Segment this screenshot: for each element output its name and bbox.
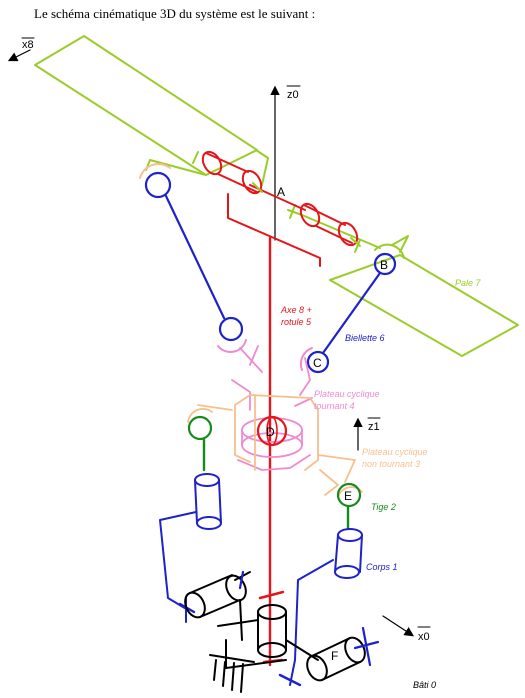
pale-7-label: Pale 7 xyxy=(455,278,482,288)
point-a-label: A xyxy=(277,185,285,199)
biellette-6 xyxy=(299,243,405,374)
left-biellette xyxy=(139,163,247,353)
z0-label: z0 xyxy=(287,89,299,101)
corps-1-label: Corps 1 xyxy=(366,562,398,572)
point-d-label: D xyxy=(266,425,275,439)
tige-2-label: Tige 2 xyxy=(371,502,396,512)
axe-8-shaft xyxy=(258,236,285,667)
point-b-label: B xyxy=(380,258,388,272)
diagram-caption: Le schéma cinématique 3D du système est … xyxy=(34,6,316,21)
point-f-label: F xyxy=(331,649,338,663)
right-actuator xyxy=(278,482,363,687)
plateau-non-tournant-label-line2: non tournant 3 xyxy=(362,459,420,469)
left-actuator xyxy=(159,415,222,623)
point-d-joint xyxy=(256,415,288,447)
z1-label: z1 xyxy=(368,421,380,433)
pale-7-blade xyxy=(287,204,519,357)
x0-label: x0 xyxy=(418,631,430,643)
bati-0-label: Bâti 0 xyxy=(413,680,436,690)
hub-pivot-marks xyxy=(252,182,361,247)
biellette-6-label: Biellette 6 xyxy=(345,333,385,343)
axe-label-line1: Axe 8 + xyxy=(280,305,312,315)
plateau-tournant-label-line1: Plateau cyclique xyxy=(314,389,380,399)
plateau-non-tournant-label-line1: Plateau cyclique xyxy=(362,447,428,457)
x8-axis-arrow xyxy=(7,49,31,62)
bati-0-frame xyxy=(184,571,366,693)
plateau-cyclique-tournant-4 xyxy=(231,345,313,471)
frame-pivot-marks xyxy=(238,570,380,667)
plateau-cyclique-non-tournant-3 xyxy=(187,394,363,498)
plateau-tournant-label-line2: tournant 4 xyxy=(314,401,355,411)
x8-label: x8 xyxy=(22,39,34,51)
x0-axis-arrow xyxy=(382,615,415,637)
upper-blade xyxy=(34,35,269,186)
point-e-label: E xyxy=(344,489,352,503)
axe-label-line2: rotule 5 xyxy=(281,317,312,327)
rotor-hub xyxy=(201,150,359,267)
point-c-label: C xyxy=(313,356,322,370)
